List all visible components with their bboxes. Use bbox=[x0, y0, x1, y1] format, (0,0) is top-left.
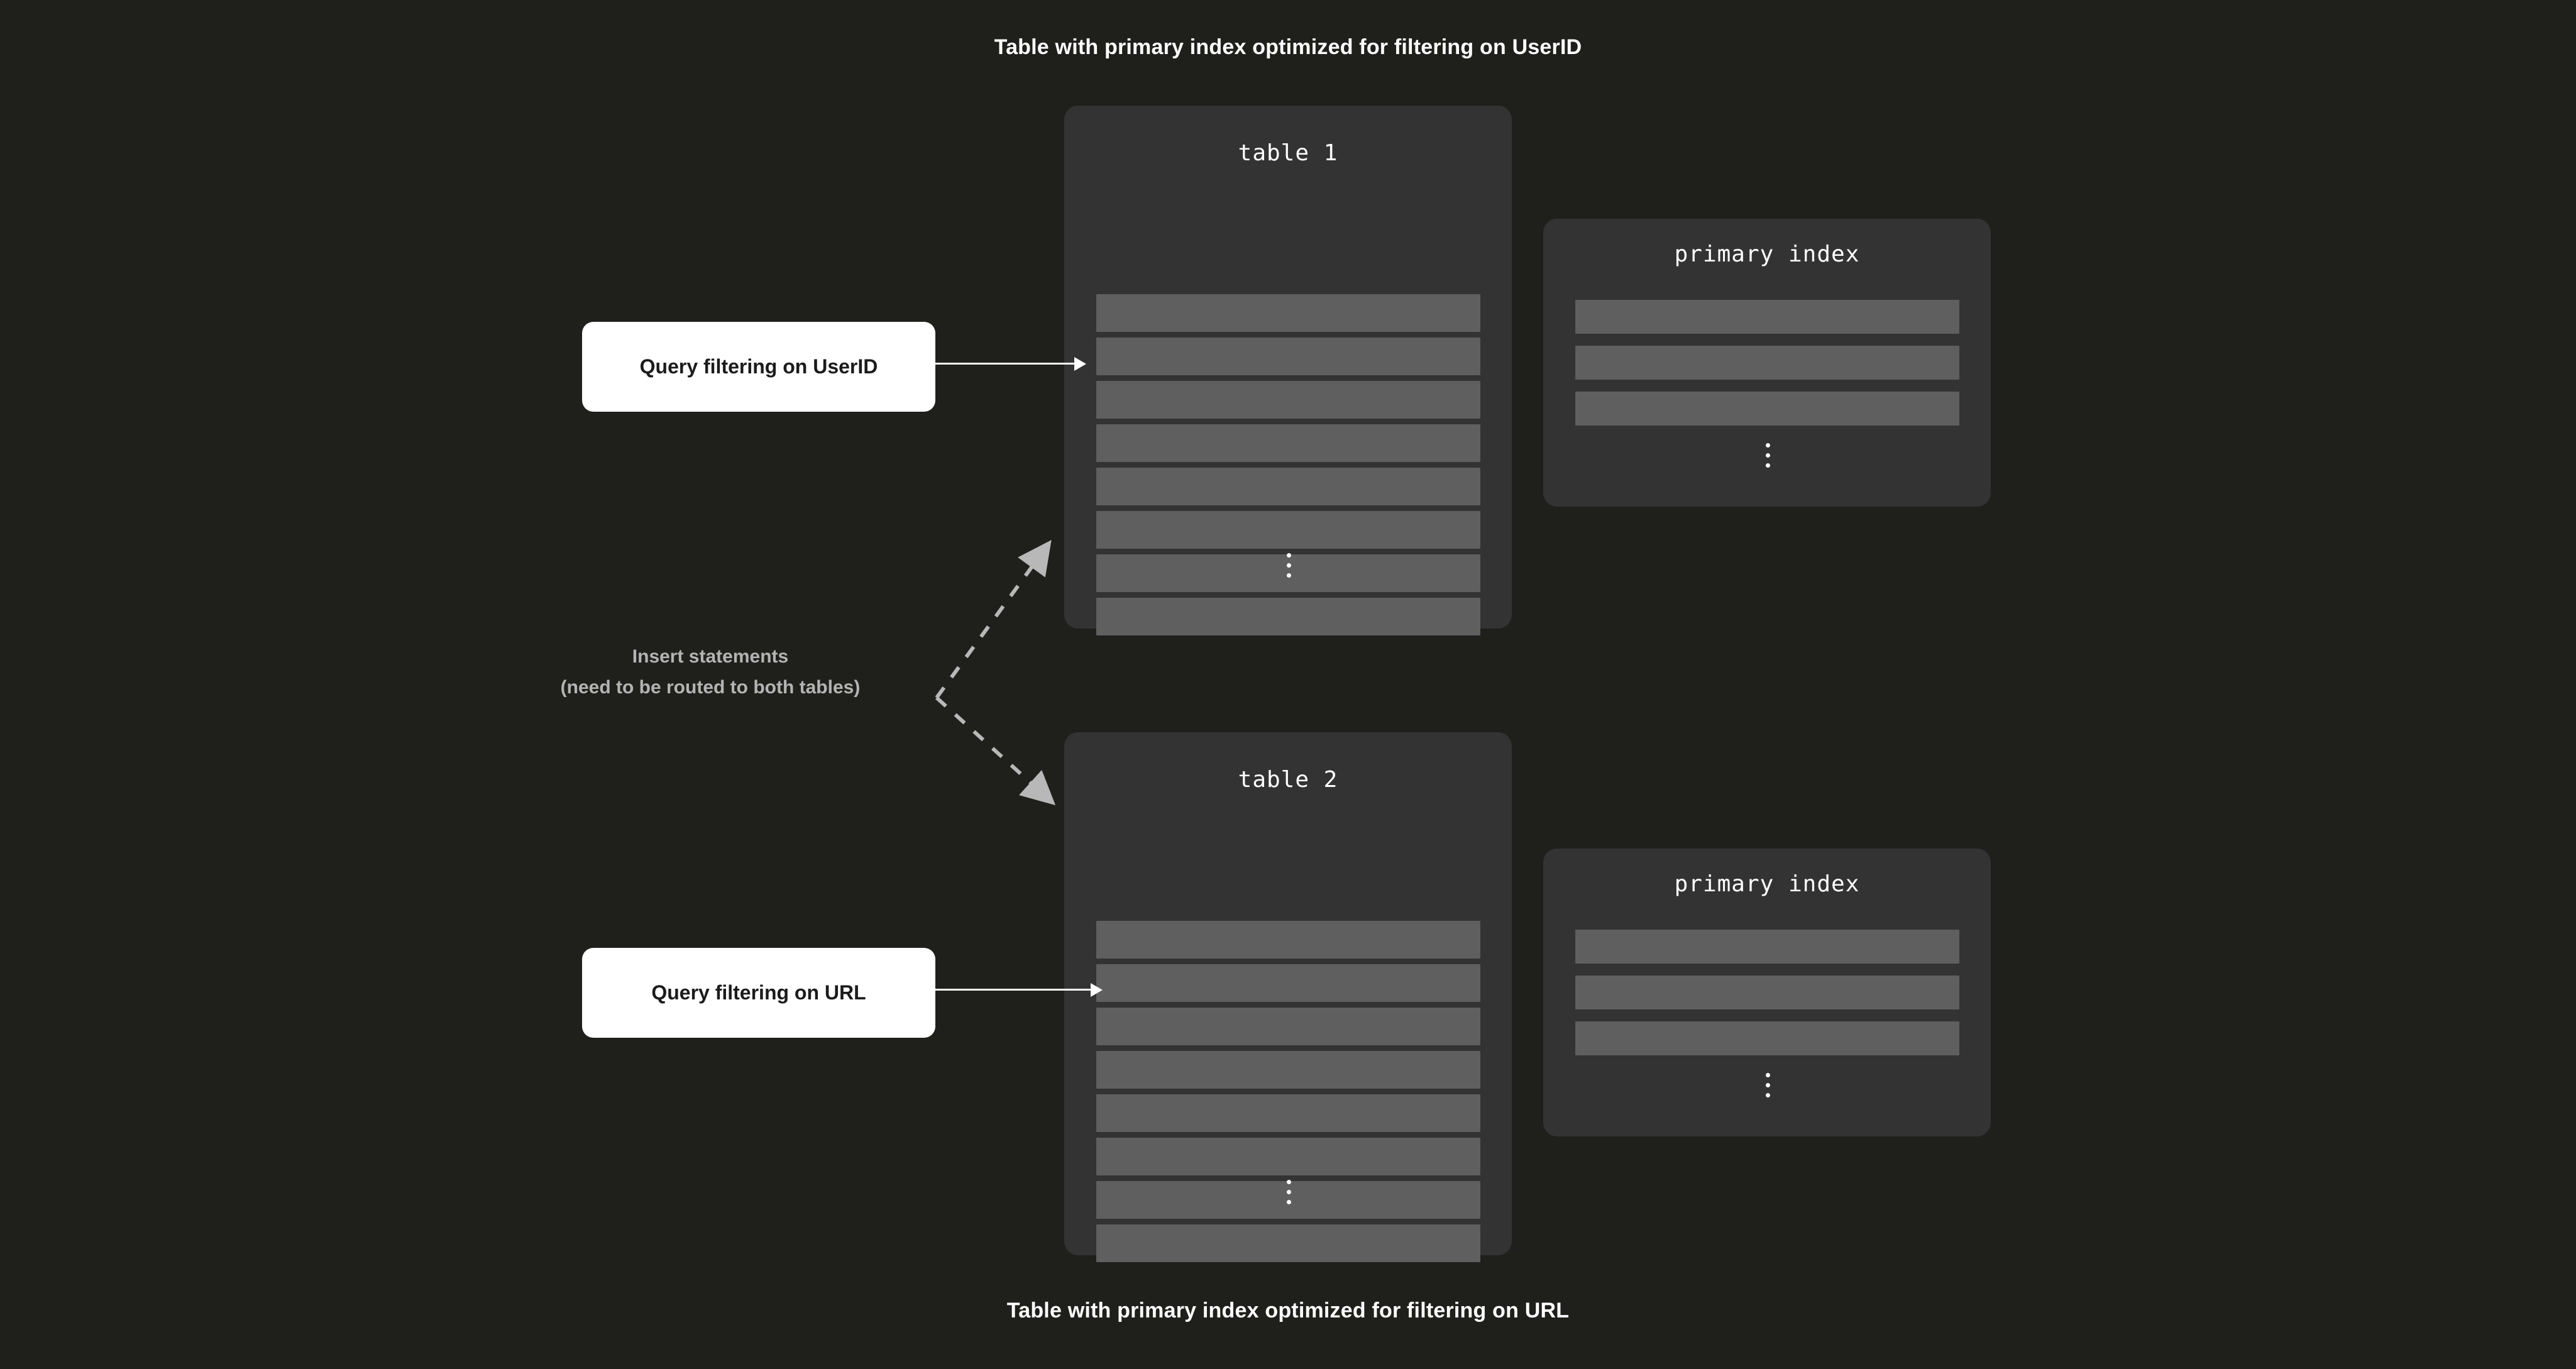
query-arrow-url-head bbox=[1091, 983, 1103, 997]
insert-statements-note: Insert statements (need to be routed to … bbox=[478, 641, 943, 703]
query-arrow-userid-head bbox=[1074, 357, 1086, 371]
insert-note-line-2: (need to be routed to both tables) bbox=[560, 677, 861, 698]
insert-note-line-1: Insert statements bbox=[632, 646, 789, 667]
index-row bbox=[1575, 392, 1959, 426]
insert-arrow-to-table-1 bbox=[935, 540, 1052, 699]
table-row bbox=[1096, 598, 1480, 635]
table-row bbox=[1096, 424, 1480, 462]
table-row bbox=[1096, 964, 1480, 1002]
table-row bbox=[1096, 511, 1480, 549]
table-1-ellipsis-icon bbox=[1285, 553, 1292, 578]
primary-index-2-card: primary index bbox=[1543, 849, 1991, 1136]
index-row bbox=[1575, 346, 1959, 380]
table-row bbox=[1096, 921, 1480, 959]
query-box-userid-label: Query filtering on UserID bbox=[639, 355, 878, 378]
index-row bbox=[1575, 1021, 1959, 1055]
primary-index-2-title: primary index bbox=[1674, 871, 1860, 897]
index-row bbox=[1575, 976, 1959, 1009]
table-2-card: table 2 bbox=[1064, 732, 1512, 1262]
primary-index-1-ellipsis-icon bbox=[1764, 443, 1771, 468]
table-row bbox=[1096, 1138, 1480, 1175]
table-row bbox=[1096, 294, 1480, 332]
table-row bbox=[1096, 1224, 1480, 1262]
query-arrow-url-line bbox=[935, 989, 1091, 991]
table-row bbox=[1096, 1051, 1480, 1089]
insert-arrow-to-table-2 bbox=[935, 696, 1056, 806]
index-row bbox=[1575, 930, 1959, 964]
table-row bbox=[1096, 468, 1480, 505]
query-box-url[interactable]: Query filtering on URL bbox=[582, 948, 935, 1038]
primary-index-1-title: primary index bbox=[1674, 241, 1860, 267]
table-2-ellipsis-icon bbox=[1285, 1180, 1292, 1204]
table-1-title: table 1 bbox=[1238, 140, 1338, 166]
caption-top: Table with primary index optimized for f… bbox=[994, 35, 1582, 59]
table-row bbox=[1096, 1094, 1480, 1132]
index-row bbox=[1575, 300, 1959, 334]
table-row bbox=[1096, 1008, 1480, 1045]
table-2-title: table 2 bbox=[1238, 767, 1338, 793]
table-row bbox=[1096, 381, 1480, 419]
primary-index-2-ellipsis-icon bbox=[1764, 1073, 1771, 1097]
query-box-userid[interactable]: Query filtering on UserID bbox=[582, 322, 935, 412]
query-box-url-label: Query filtering on URL bbox=[651, 981, 866, 1004]
caption-bottom: Table with primary index optimized for f… bbox=[1006, 1299, 1570, 1322]
table-1-card: table 1 bbox=[1064, 106, 1512, 635]
primary-index-1-card: primary index bbox=[1543, 219, 1991, 507]
query-arrow-userid-line bbox=[935, 363, 1075, 365]
table-row bbox=[1096, 338, 1480, 375]
